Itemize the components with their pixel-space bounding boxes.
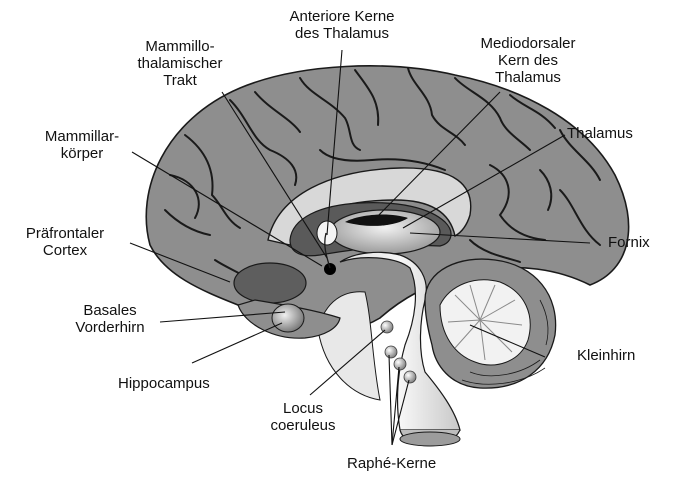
raphe-dot-2 [394,358,406,370]
mammillary-body [324,263,336,275]
spinal-cord-cut [400,432,460,446]
raphe-dot-1 [385,346,397,358]
leader-hippocampus [192,323,282,363]
leader-raphe-1 [389,355,392,445]
label-praefrontaler-cortex: Präfrontaler Cortex [10,225,120,259]
label-kleinhirn: Kleinhirn [577,347,635,364]
label-basales-vorderhirn: Basales Vorderhirn [60,302,160,336]
label-raphe-kerne: Raphé-Kerne [347,455,436,472]
label-hippocampus: Hippocampus [118,375,210,392]
hippocampus [272,304,304,332]
label-thalamus: Thalamus [567,125,633,142]
label-mediodorsaler-kern: Mediodorsaler Kern des Thalamus [458,35,598,86]
label-mammillarkoerper: Mammillar- körper [32,128,132,162]
label-locus-coeruleus: Locus coeruleus [258,400,348,434]
label-anteriore-kerne: Anteriore Kerne des Thalamus [282,8,402,42]
label-fornix: Fornix [608,234,650,251]
basal-forebrain-region [234,263,306,303]
label-mammillothalamischer-trakt: Mammillo- thalamischer Trakt [120,38,240,89]
raphe-dot-3 [404,371,416,383]
